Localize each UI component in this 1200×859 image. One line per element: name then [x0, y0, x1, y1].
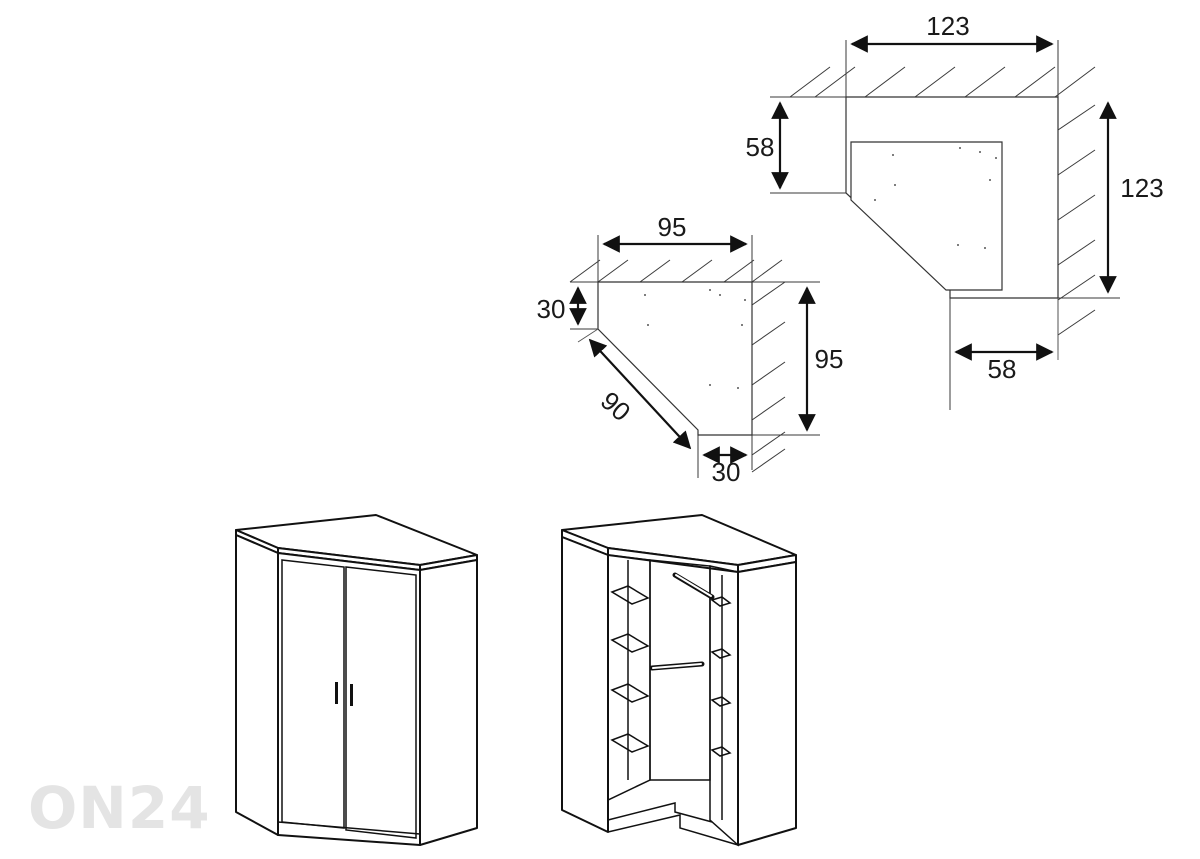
left-shelves	[610, 560, 650, 780]
small-bottom-side-label: 30	[712, 457, 741, 487]
small-right-wall-hatch	[751, 281, 786, 473]
large-top-wall-hatch	[789, 66, 1096, 98]
large-corner-plan: 123 58 123 58	[746, 11, 1164, 410]
watermark-logo: ON24	[28, 774, 211, 842]
small-top-wall-hatch	[569, 259, 783, 283]
large-depth-label: 123	[1120, 173, 1163, 203]
small-width-label: 95	[658, 212, 687, 242]
watermark-text: ON24	[28, 774, 211, 842]
large-left-side-label: 58	[746, 132, 775, 162]
right-shelves	[710, 575, 732, 820]
open-corner-wardrobe	[561, 514, 797, 847]
left-door-handle	[335, 682, 338, 704]
large-bottom-side-label: 58	[988, 354, 1017, 384]
small-diagonal-label: 90	[595, 385, 637, 427]
right-door-handle	[350, 684, 353, 706]
large-plan-inner	[850, 141, 1003, 291]
large-right-wall-hatch	[1057, 104, 1096, 336]
small-plan-dots	[644, 289, 746, 389]
closed-corner-wardrobe	[235, 514, 478, 846]
small-corner-plan: 95 30 95 90 30	[537, 212, 844, 487]
hanging-rods	[649, 572, 715, 671]
small-left-side-label: 30	[537, 294, 566, 324]
large-plan-dots	[874, 147, 997, 249]
large-width-label: 123	[926, 11, 969, 41]
small-depth-label: 95	[815, 344, 844, 374]
